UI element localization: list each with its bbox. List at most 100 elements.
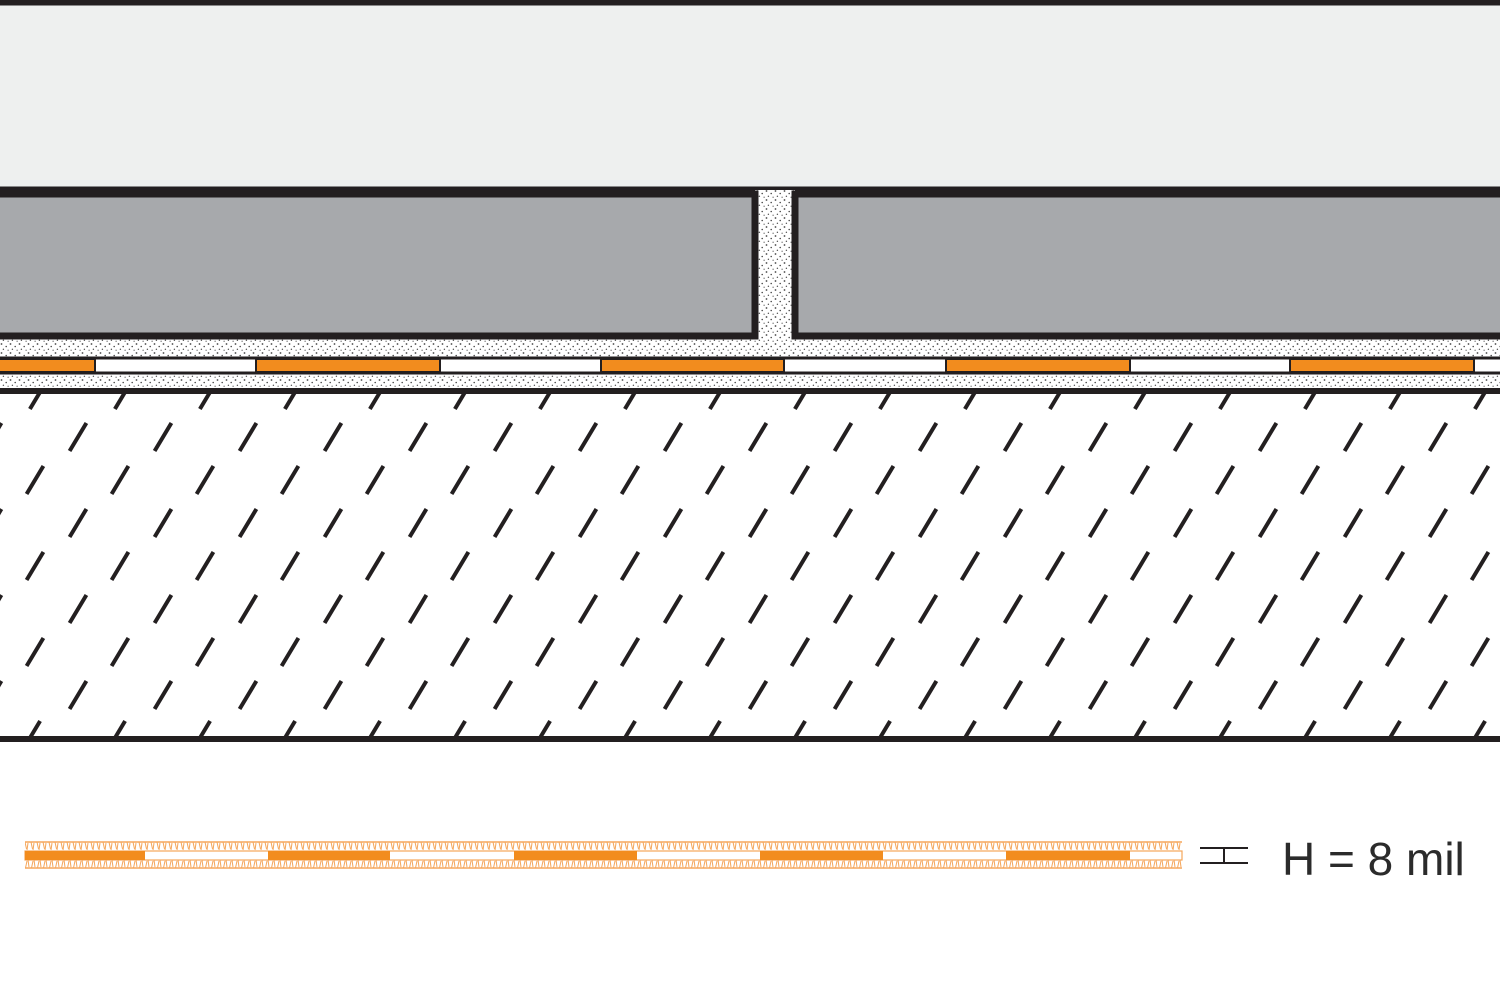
hatch-mark — [1172, 679, 1194, 711]
hatch-mark — [959, 550, 981, 582]
hatch-mark — [793, 390, 807, 411]
hatch-mark — [322, 421, 344, 453]
hatch-mark — [1214, 636, 1236, 668]
hatch-mark — [322, 507, 344, 539]
hatch-mark — [237, 679, 259, 711]
hatch-mark — [832, 507, 854, 539]
hatch-mark — [704, 636, 726, 668]
hatch-mark — [1427, 593, 1449, 625]
hatch-mark — [1303, 719, 1317, 740]
hatch-mark — [1469, 464, 1491, 496]
hatch-mark — [1473, 719, 1487, 740]
hatch-mark — [24, 636, 46, 668]
hatch-mark — [368, 390, 382, 411]
hatch-mark — [832, 421, 854, 453]
hatch-mark — [1087, 593, 1109, 625]
hatch-mark — [407, 421, 429, 453]
hatch-mark — [1473, 390, 1487, 411]
membrane-fleece-segment — [0, 358, 96, 373]
hatch-mark — [1218, 390, 1232, 411]
hatch-mark — [1384, 464, 1406, 496]
hatch-mark — [577, 593, 599, 625]
hatch-mark — [619, 550, 641, 582]
hatch-mark — [283, 390, 297, 411]
hatch-mark — [662, 593, 684, 625]
membrane-detail-sample — [24, 840, 1183, 870]
hatch-mark — [1299, 550, 1321, 582]
hatch-mark — [109, 464, 131, 496]
hatch-mark — [237, 593, 259, 625]
hatch-mark — [704, 464, 726, 496]
hatch-mark — [194, 464, 216, 496]
hatch-mark — [1342, 593, 1364, 625]
hatch-mark — [492, 421, 514, 453]
hatch-mark — [1044, 550, 1066, 582]
hatch-mark — [1087, 679, 1109, 711]
hatch-mark — [453, 390, 467, 411]
hatch-mark — [1044, 464, 1066, 496]
hatch-mark — [577, 679, 599, 711]
hatch-mark — [619, 464, 641, 496]
hatch-mark — [623, 719, 637, 740]
hatch-mark — [1299, 464, 1321, 496]
top-surface-layer — [0, 0, 1500, 194]
hatch-mark — [1002, 421, 1024, 453]
hatch-mark — [322, 593, 344, 625]
hatch-mark — [0, 680, 4, 688]
hatch-mark — [1469, 550, 1491, 582]
mortar-bed-upper — [0, 338, 1500, 360]
hatch-mark — [364, 464, 386, 496]
hatch-mark — [959, 464, 981, 496]
hatch-mark — [1172, 421, 1194, 453]
hatch-mark — [874, 464, 896, 496]
hatch-mark — [322, 679, 344, 711]
mortar-bed-lower — [0, 372, 1500, 390]
hatch-mark — [492, 507, 514, 539]
hatch-mark — [28, 719, 42, 740]
hatch-mark — [1002, 507, 1024, 539]
hatch-mark — [1257, 593, 1279, 625]
thickness-dimension-icon — [1200, 847, 1248, 864]
hatch-mark — [1214, 464, 1236, 496]
hatch-mark — [789, 550, 811, 582]
membrane-fleece-segment — [1289, 358, 1475, 373]
thickness-label: H = 8 mil — [1282, 833, 1465, 885]
hatch-mark — [1257, 507, 1279, 539]
hatch-mark — [492, 593, 514, 625]
hatch-mark — [407, 593, 429, 625]
hatch-mark — [1133, 719, 1147, 740]
hatch-mark — [917, 593, 939, 625]
hatch-mark — [449, 636, 471, 668]
hatch-mark — [789, 464, 811, 496]
hatch-mark — [959, 636, 981, 668]
hatch-mark — [1469, 636, 1491, 668]
hatch-mark — [198, 390, 212, 411]
hatch-mark — [747, 507, 769, 539]
hatch-mark — [67, 679, 89, 711]
hatch-mark — [534, 550, 556, 582]
hatch-mark — [1299, 636, 1321, 668]
hatch-mark — [832, 593, 854, 625]
hatch-mark — [1384, 550, 1406, 582]
hatch-mark — [1342, 421, 1364, 453]
hatch-mark — [194, 550, 216, 582]
hatch-mark — [917, 421, 939, 453]
hatch-mark — [1388, 390, 1402, 411]
hatch-mark — [0, 422, 4, 430]
hatch-mark — [1214, 550, 1236, 582]
hatch-mark — [1087, 507, 1109, 539]
hatch-mark — [1129, 636, 1151, 668]
hatch-mark — [1172, 507, 1194, 539]
hatch-mark — [1427, 679, 1449, 711]
hatch-mark — [1342, 507, 1364, 539]
hatch-mark — [453, 719, 467, 740]
hatch-mark — [1384, 636, 1406, 668]
hatch-mark — [662, 679, 684, 711]
hatch-mark — [577, 507, 599, 539]
hatch-mark — [878, 719, 892, 740]
hatch-mark — [708, 390, 722, 411]
hatch-mark — [279, 464, 301, 496]
hatch-mark — [1388, 719, 1402, 740]
hatch-mark — [917, 507, 939, 539]
